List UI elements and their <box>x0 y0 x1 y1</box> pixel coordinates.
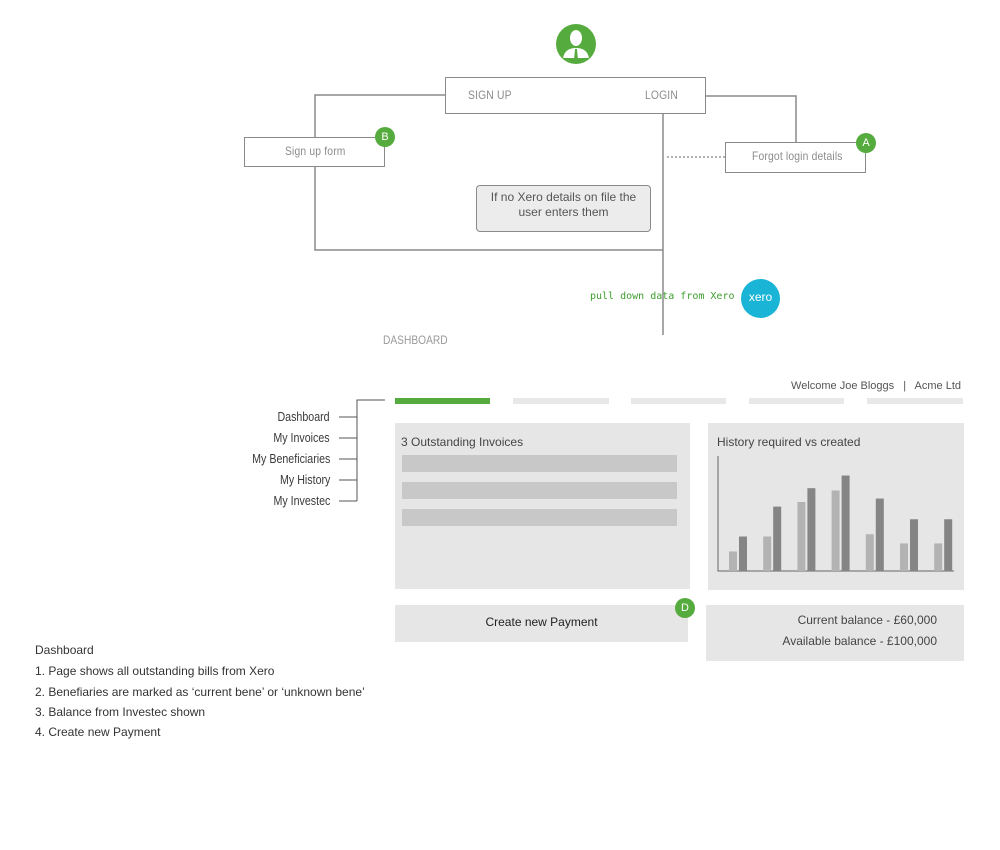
invoice-row[interactable] <box>402 455 677 472</box>
company-name: Acme Ltd <box>914 380 961 392</box>
flow-connectors <box>314 24 797 335</box>
dashboard-heading: DASHBOARD <box>383 333 448 347</box>
invoices-panel <box>395 423 690 589</box>
bar-created <box>910 519 918 571</box>
bar-required <box>797 502 806 571</box>
nav-my-history[interactable]: My History <box>279 472 330 487</box>
forgot-login-box[interactable] <box>725 142 866 173</box>
notes-item: 1. Page shows all outstanding bills from… <box>35 664 275 678</box>
bar-created <box>944 519 953 571</box>
bar-required <box>934 543 943 571</box>
bar-required <box>831 490 840 571</box>
bar-created <box>739 536 747 571</box>
bar-created <box>807 488 816 571</box>
login-option[interactable]: LOGIN <box>645 88 678 102</box>
welcome-separator: | <box>903 380 907 392</box>
history-title: History required vs created <box>717 435 861 449</box>
pull-data-label: pull down data from Xero <box>590 291 735 302</box>
notes-title: Dashboard <box>35 643 94 657</box>
tab-1[interactable] <box>395 398 490 404</box>
tab-4[interactable] <box>749 398 844 404</box>
create-payment-button[interactable] <box>395 605 688 642</box>
invoice-row[interactable] <box>402 509 677 526</box>
nav-dashboard[interactable]: Dashboard <box>277 409 330 424</box>
bar-created <box>773 506 782 571</box>
chart-axes <box>717 456 954 572</box>
badge-d: D <box>675 598 695 618</box>
signup-option[interactable]: SIGN UP <box>468 88 512 102</box>
balance-panel <box>706 605 964 661</box>
invoices-title: 3 Outstanding Invoices <box>401 435 524 449</box>
tab-5[interactable] <box>867 398 963 404</box>
nav-my-invoices[interactable]: My Invoices <box>273 430 330 445</box>
forgot-login-label: Forgot login details <box>752 149 843 163</box>
signup-form-box[interactable] <box>244 137 385 167</box>
history-chart <box>717 456 954 572</box>
bar-created <box>875 498 884 571</box>
bar-required <box>865 534 874 571</box>
nav-my-beneficiaries[interactable]: My Beneficiaries <box>251 451 330 466</box>
auth-choice-box <box>445 77 706 114</box>
user-avatar-icon <box>556 24 596 64</box>
bar-required <box>729 551 737 571</box>
welcome-text: Welcome Joe Bloggs <box>791 380 895 392</box>
welcome-bar: Welcome Joe Bloggs | Acme Ltd <box>791 380 961 392</box>
create-payment-label: Create new Payment <box>485 615 598 629</box>
available-balance: Available balance - £100,000 <box>782 634 937 648</box>
notes-item: 2. Benefiaries are marked as ‘current be… <box>35 685 365 699</box>
tab-3[interactable] <box>631 398 726 404</box>
signup-form-label: Sign up form <box>285 144 346 158</box>
xero-logo-text: xero <box>748 290 773 304</box>
notes-item: 4. Create new Payment <box>35 725 161 739</box>
badge-a: A <box>856 133 876 153</box>
xero-note-text: If no Xero details on file the user ente… <box>490 190 637 219</box>
bar-required <box>900 543 908 571</box>
current-balance: Current balance - £60,000 <box>797 613 937 627</box>
notes-item: 3. Balance from Investec shown <box>35 705 206 719</box>
nav-my-investec[interactable]: My Investec <box>273 493 330 508</box>
tab-2[interactable] <box>513 398 609 404</box>
invoice-row[interactable] <box>402 482 677 499</box>
badge-b: B <box>375 127 395 147</box>
nav-tree-lines <box>339 399 385 502</box>
bar-created <box>841 475 850 571</box>
bar-required <box>763 536 772 571</box>
xero-note-box <box>476 185 651 232</box>
xero-logo-icon <box>741 279 780 318</box>
